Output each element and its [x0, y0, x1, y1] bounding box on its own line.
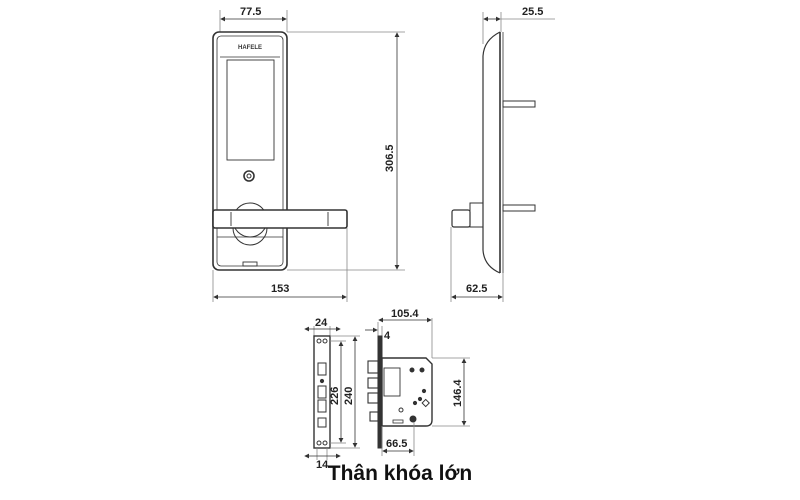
faceplate-inner-height-label: 226	[329, 387, 341, 405]
front-height-label: 306.5	[384, 144, 396, 172]
diagram-caption: Thân khóa lớn	[327, 462, 473, 485]
mortise-view	[365, 317, 470, 456]
mortise-total-width-label: 105.4	[391, 308, 419, 320]
side-depth-bottom-label: 62.5	[466, 283, 487, 295]
front-width-bottom-label: 153	[271, 283, 289, 295]
mortise-offset-label: 4	[384, 330, 391, 342]
side-view	[450, 12, 555, 302]
faceplate-width-top-label: 24	[315, 317, 328, 329]
side-depth-top-label: 25.5	[522, 6, 543, 18]
mortise-backset-label: 66.5	[386, 438, 407, 450]
mortise-height-label: 146.4	[452, 379, 464, 407]
front-width-top-label: 77.5	[240, 6, 261, 18]
brand-logo: HAFELE	[238, 45, 262, 51]
faceplate-width-bottom-label: 14	[316, 459, 329, 471]
front-view	[212, 10, 405, 302]
faceplate-view	[304, 326, 360, 460]
faceplate-outer-height-label: 240	[343, 387, 355, 405]
